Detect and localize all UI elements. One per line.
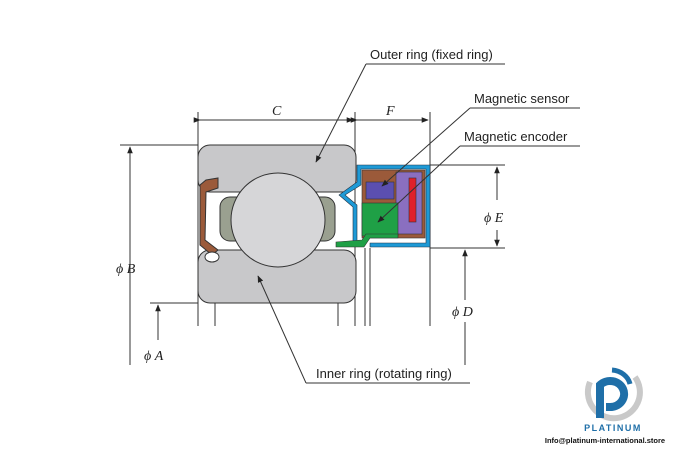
logo-brand: PLATINUM <box>584 423 642 433</box>
outer-ring-label: Outer ring (fixed ring) <box>370 47 493 62</box>
platinum-logo: PLATINUM Info@platinum-international.sto… <box>545 367 665 445</box>
dimension-lines <box>127 117 500 365</box>
logo-email: Info@platinum-international.store <box>545 436 665 445</box>
dim-e-label: ϕ E <box>484 211 504 226</box>
ball <box>230 172 326 268</box>
dim-f-label: F <box>385 104 395 119</box>
dim-b-label: ϕ B <box>116 262 136 277</box>
dim-d-label: ϕ D <box>452 305 473 320</box>
magnetic-encoder-label: Magnetic encoder <box>464 129 568 144</box>
magnet <box>408 177 417 223</box>
callouts <box>257 63 580 384</box>
inner-ring-label: Inner ring (rotating ring) <box>316 366 452 381</box>
magnetic-sensor-label: Magnetic sensor <box>474 91 570 106</box>
seal-lip <box>204 251 220 263</box>
sensor-housing <box>338 164 431 248</box>
dim-c-label: C <box>272 104 282 119</box>
encoder-flange <box>335 233 399 248</box>
magnetic-sensor-element <box>365 181 395 200</box>
seal <box>199 177 219 256</box>
dim-a-label: ϕ A <box>144 349 164 364</box>
